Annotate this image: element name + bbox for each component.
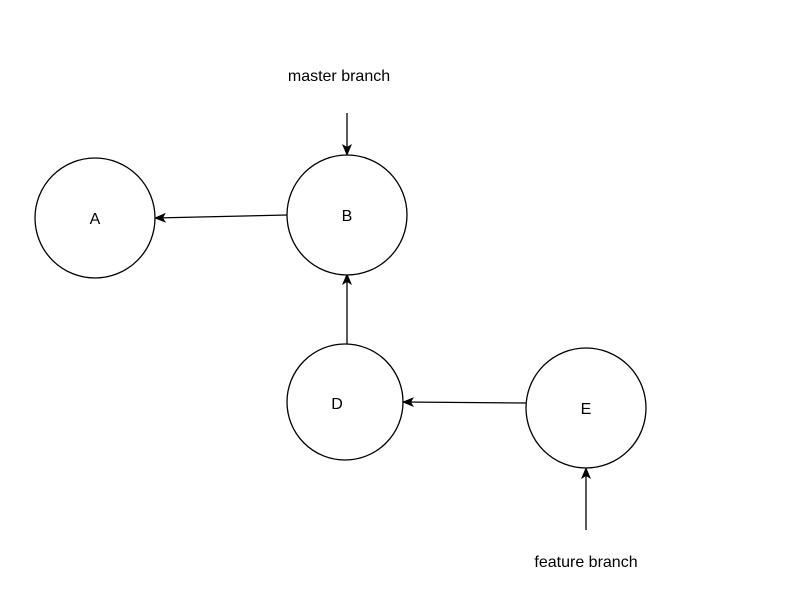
commit-node-e-circle xyxy=(525,347,647,469)
feature-branch-label: feature branch xyxy=(534,554,637,571)
commit-node-d: D xyxy=(286,343,404,461)
commit-node-b-label: B xyxy=(342,208,353,225)
master-branch-label: master branch xyxy=(288,68,390,85)
commit-node-e-label: E xyxy=(581,401,592,418)
commit-node-b-circle xyxy=(286,154,408,276)
commit-node-d-label: D xyxy=(331,396,343,413)
commit-node-e: E xyxy=(525,347,647,469)
edge-e-to-d xyxy=(402,397,527,408)
commit-node-b: B xyxy=(286,154,408,276)
commit-node-a: A xyxy=(34,157,156,279)
edge-b-to-a xyxy=(154,212,288,223)
commit-node-a-label: A xyxy=(90,211,101,228)
commit-node-d-circle xyxy=(286,343,404,461)
commit-node-a-circle xyxy=(34,157,156,279)
